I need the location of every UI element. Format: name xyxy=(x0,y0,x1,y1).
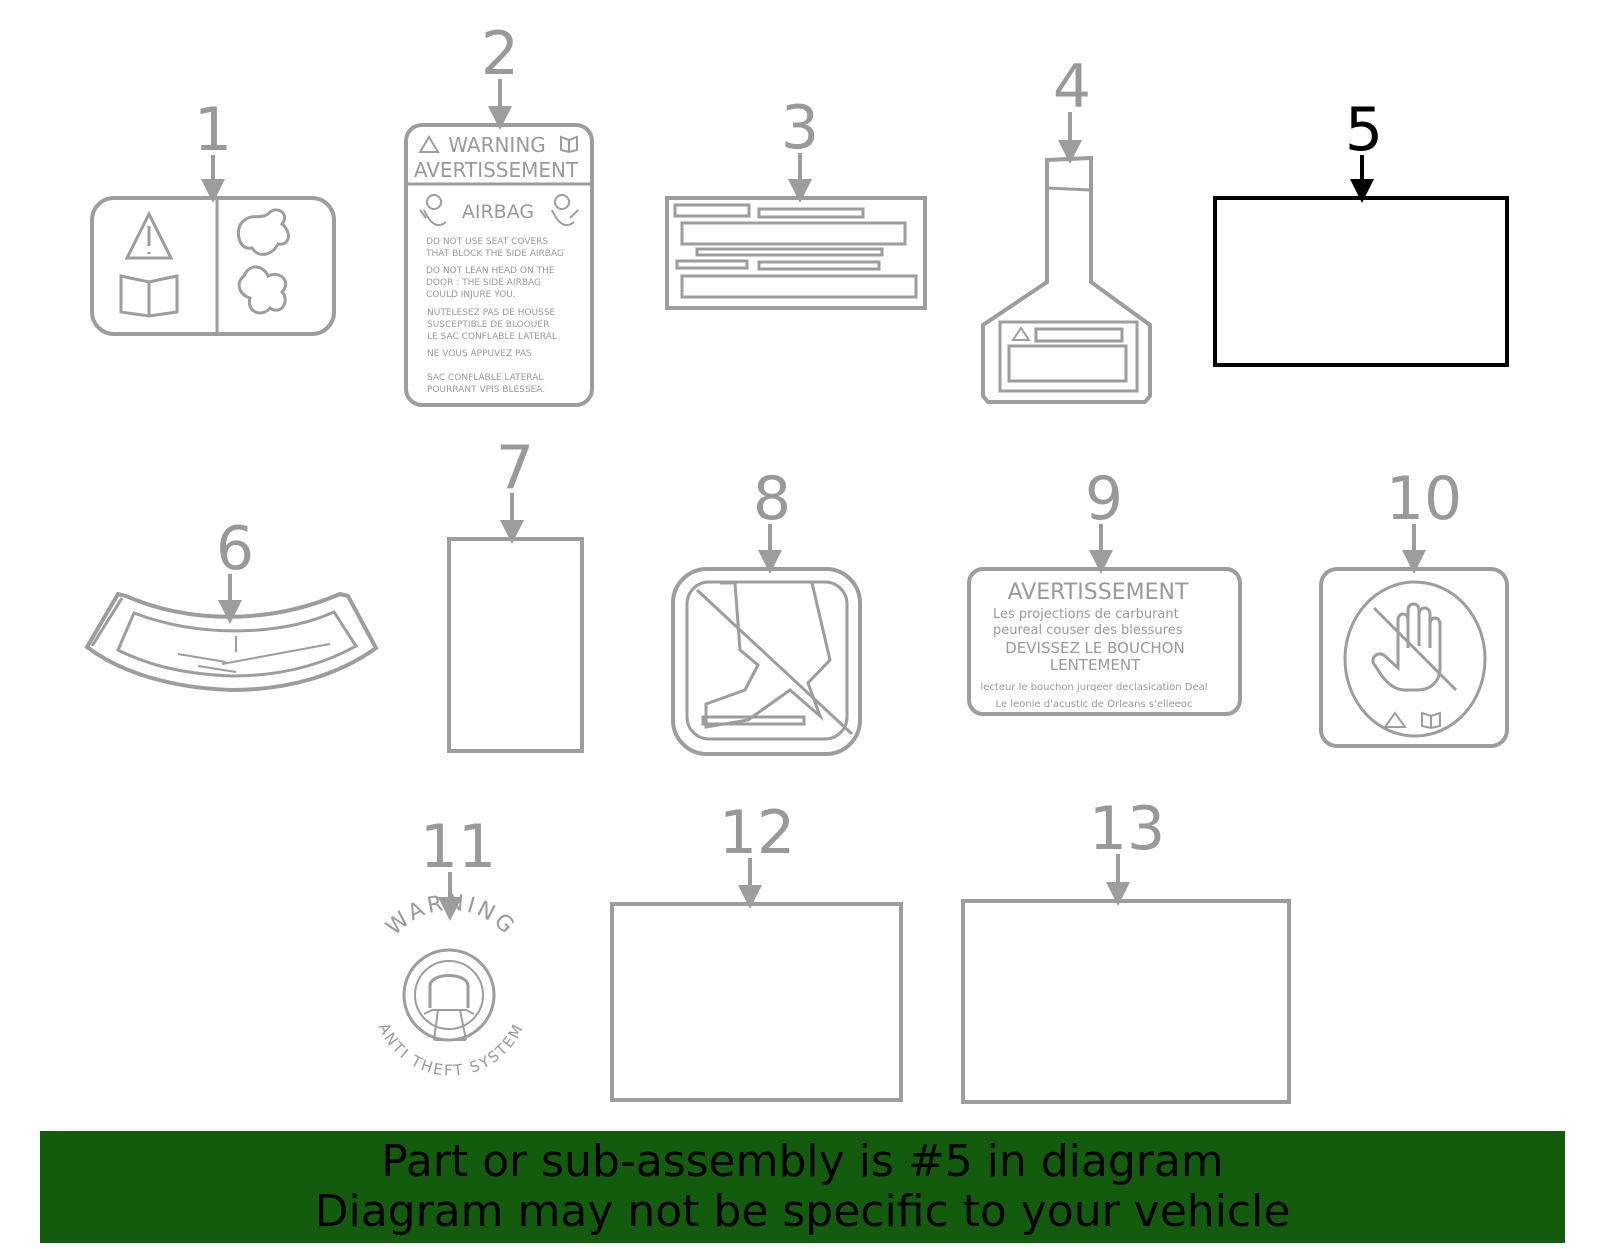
part-5-label xyxy=(1213,196,1509,367)
callout-1: 1 xyxy=(194,95,232,165)
svg-text:lecteur le bouchon jurqeer dec: lecteur le bouchon jurqeer declasication… xyxy=(980,682,1207,693)
svg-text:peureal couser des blessures: peureal couser des blessures xyxy=(993,623,1183,638)
part-5[interactable]: 5 xyxy=(1213,95,1509,367)
warning-text: WARNING xyxy=(448,133,546,157)
warning-triangle-icon xyxy=(1383,711,1407,728)
avertissement-text: AVERTISSEMENT xyxy=(414,158,579,182)
manual-book-icon xyxy=(119,274,179,318)
part-10-label xyxy=(1319,567,1509,748)
part-7[interactable]: 7 xyxy=(447,433,584,753)
svg-text:LE SAC CONFLABLE LATERAL: LE SAC CONFLABLE LATERAL xyxy=(427,332,557,342)
svg-text:WARNING: WARNING xyxy=(382,890,521,940)
callout-9: 9 xyxy=(1085,464,1123,534)
manual-book-icon xyxy=(1421,711,1441,730)
part-12-label xyxy=(610,902,903,1102)
part-11[interactable]: 11 WARNING ANTI THEFT SYSTEM xyxy=(375,812,528,1080)
part-13[interactable]: 13 xyxy=(961,794,1291,1104)
avertissement-text: AVERTISSEMENT xyxy=(1008,580,1189,605)
parts-diagram: 1 2 WARNING AVERTISSEMENT AIRBAG xyxy=(84,19,1509,1104)
callout-11: 11 xyxy=(420,812,496,882)
part-info-banner: Part or sub-assembly is #5 in diagram Di… xyxy=(40,1131,1565,1243)
part-12[interactable]: 12 xyxy=(610,798,903,1102)
svg-text:DEVISSEZ LE BOUCHON: DEVISSEZ LE BOUCHON xyxy=(1005,639,1184,657)
part-8[interactable]: 8 xyxy=(671,464,862,756)
svg-text:COULD INJURE YOU.: COULD INJURE YOU. xyxy=(426,290,516,300)
svg-text:THAT BLOCK THE SIDE AIRBAG: THAT BLOCK THE SIDE AIRBAG xyxy=(425,249,564,259)
part-1[interactable]: 1 xyxy=(90,95,336,336)
svg-text:DO NOT USE SEAT COVERS: DO NOT USE SEAT COVERS xyxy=(426,237,548,247)
part-6[interactable]: 6 xyxy=(84,514,379,693)
part-11-label: WARNING ANTI THEFT SYSTEM xyxy=(375,890,526,1079)
callout-7: 7 xyxy=(496,433,534,503)
part-10[interactable]: 10 xyxy=(1319,464,1509,748)
callout-5: 5 xyxy=(1345,95,1383,165)
part-7-label xyxy=(447,537,584,753)
callout-13: 13 xyxy=(1089,794,1165,864)
callout-3: 3 xyxy=(781,93,819,163)
part-2-label xyxy=(404,123,594,407)
svg-text:POURRANT VPIS BLESSEA.: POURRANT VPIS BLESSEA. xyxy=(427,385,545,395)
part-3-label xyxy=(665,196,927,310)
airbag-person-icon xyxy=(419,194,447,226)
part-3[interactable]: 3 xyxy=(665,93,927,310)
svg-text:Le leonie d'acustic de Orleans: Le leonie d'acustic de Orleans s'elleeoc xyxy=(996,699,1193,710)
svg-text:NE VOUS APPUVEZ PAS: NE VOUS APPUVEZ PAS xyxy=(427,349,532,359)
part-6-label xyxy=(84,591,379,693)
svg-text:NUTELESEZ PAS DE HOUSSE: NUTELESEZ PAS DE HOUSSE xyxy=(427,308,556,318)
warning-triangle-icon xyxy=(1011,326,1031,341)
prohibition-slash-icon xyxy=(695,588,854,736)
svg-text:DOOR : THE SIDE AIRBAG: DOOR : THE SIDE AIRBAG xyxy=(426,278,541,288)
svg-text:Les projections de carburant: Les projections de carburant xyxy=(993,607,1179,622)
callout-8: 8 xyxy=(753,464,791,534)
callout-4: 4 xyxy=(1053,52,1091,122)
airbag-occupant-icon xyxy=(237,208,290,315)
part-4-label xyxy=(981,155,1152,404)
part-1-label xyxy=(90,196,336,336)
part-2-body-text: DO NOT USE SEAT COVERS THAT BLOCK THE SI… xyxy=(425,237,564,395)
callout-10: 10 xyxy=(1386,464,1462,534)
warning-triangle-icon xyxy=(418,135,440,153)
callout-2: 2 xyxy=(481,19,519,89)
callout-12: 12 xyxy=(719,798,795,868)
no-touch-hand-icon xyxy=(1371,602,1458,692)
part-9[interactable]: 9 AVERTISSEMENT Les projections de carbu… xyxy=(967,464,1242,716)
part-2[interactable]: 2 WARNING AVERTISSEMENT AIRBAG DO NOT US… xyxy=(404,19,594,407)
warning-triangle-icon xyxy=(124,210,174,260)
steering-wheel-lock-icon xyxy=(423,974,475,1041)
svg-text:SUSCEPTIBLE DE BLOOUER: SUSCEPTIBLE DE BLOOUER xyxy=(427,320,549,330)
banner-line-1: Part or sub-assembly is #5 in diagram xyxy=(381,1136,1224,1187)
manual-book-icon xyxy=(560,135,578,154)
airbag-person-icon xyxy=(551,194,579,226)
part-4[interactable]: 4 xyxy=(981,52,1152,404)
svg-text:DO NOT LEAN HEAD ON THE: DO NOT LEAN HEAD ON THE xyxy=(426,266,555,276)
svg-text:LENTEMENT: LENTEMENT xyxy=(1050,656,1141,674)
callout-6: 6 xyxy=(216,514,254,584)
airbag-text: AIRBAG xyxy=(462,201,534,223)
part-13-label xyxy=(961,899,1291,1104)
banner-line-2: Diagram may not be specific to your vehi… xyxy=(314,1186,1291,1237)
svg-text:SAC CONFLABLE LATERAL: SAC CONFLABLE LATERAL xyxy=(427,373,543,383)
occupant-silhouette-icon xyxy=(704,581,832,729)
part-8-label xyxy=(671,567,862,756)
part-9-label xyxy=(967,567,1242,716)
